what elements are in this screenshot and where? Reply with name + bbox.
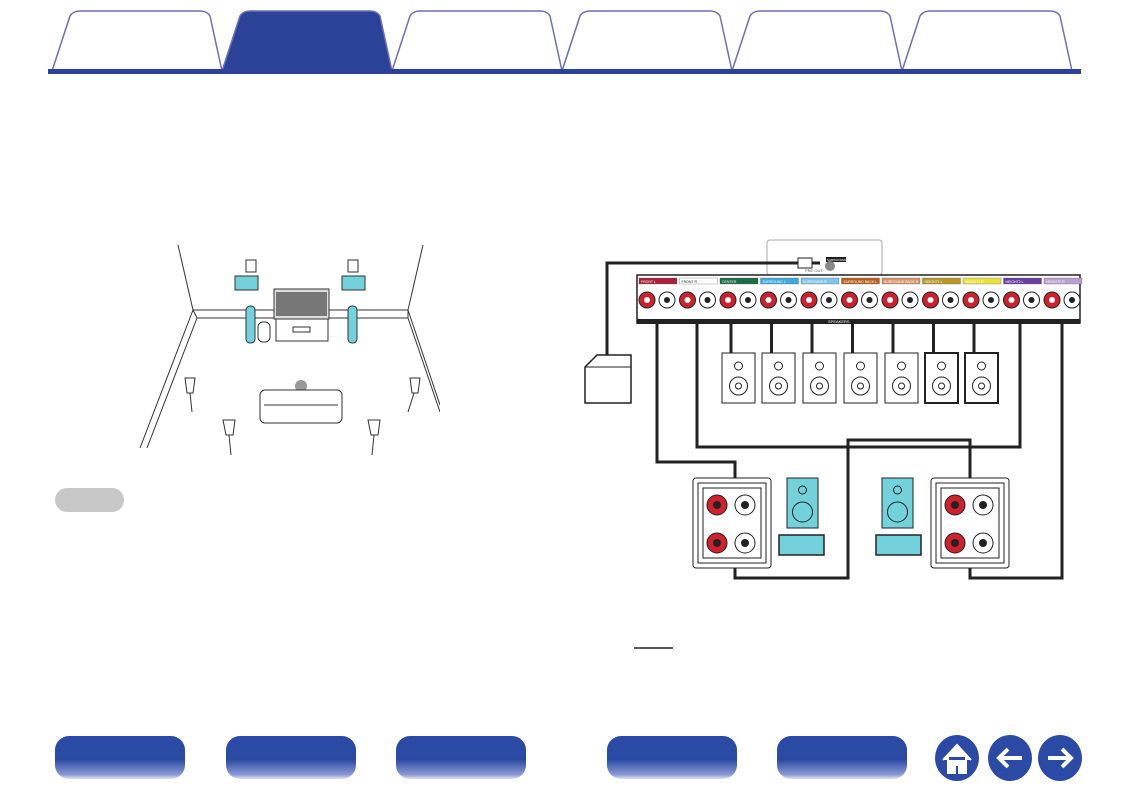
svg-text:HEIGHT2 L: HEIGHT2 L [1006, 280, 1024, 284]
tab-3[interactable] [391, 10, 563, 72]
room-layout-illustration [139, 244, 440, 456]
tab-5[interactable] [731, 10, 903, 72]
height-speaker-left [234, 259, 259, 291]
terminal-front-r: FRONT R [679, 277, 718, 309]
nav-button-4[interactable] [607, 736, 737, 779]
front-speaker-icon [881, 477, 914, 529]
speaker-connection-diagram: PRE OUT SUBWOOFER SPEAKERS FRONT L FRONT … [584, 239, 1083, 649]
nav-button-3[interactable] [396, 736, 526, 779]
svg-text:PRE OUT: PRE OUT [805, 268, 823, 273]
svg-text:HEIGHT1 R: HEIGHT1 R [965, 280, 984, 284]
back-button[interactable] [988, 735, 1032, 781]
subwoofer [584, 354, 632, 404]
svg-text:CENTER: CENTER [722, 280, 737, 284]
svg-text:HEIGHT2 R: HEIGHT2 R [1046, 280, 1065, 284]
front-speaker-left-terminals [692, 477, 772, 569]
tab-2[interactable] [221, 10, 393, 72]
subwoofer-icon [257, 321, 271, 343]
terminal-front-l: FRONT L [638, 277, 678, 309]
svg-text:SURROUND L: SURROUND L [763, 280, 786, 284]
height-speaker-right [341, 259, 366, 291]
speaker-icon [721, 352, 756, 404]
tab-1[interactable] [51, 10, 223, 72]
front-speaker-right [347, 305, 358, 344]
terminal-height1-r: HEIGHT1 R [962, 277, 1002, 353]
tab-4[interactable] [561, 10, 733, 72]
forward-button[interactable] [1038, 735, 1082, 781]
speaker-icon [843, 352, 878, 404]
nav-button-5[interactable] [777, 736, 907, 779]
pre-out-panel: PRE OUT SUBWOOFER [766, 239, 883, 276]
speaker-label-box [778, 534, 825, 556]
front-speaker-left [245, 305, 256, 344]
terminal-center: CENTER [719, 277, 759, 353]
home-button[interactable] [935, 735, 979, 781]
speaker-icon [924, 352, 959, 404]
speaker-icon [884, 352, 919, 404]
speaker-icon [761, 352, 796, 404]
svg-text:SURROUND BACK L: SURROUND BACK L [844, 280, 878, 284]
front-speaker-icon [786, 477, 819, 529]
home-icon [942, 743, 972, 774]
terminal-surround-l: SURROUND L [760, 277, 799, 353]
tab-bar-underline [48, 69, 1081, 74]
svg-text:HEIGHT1 L: HEIGHT1 L [925, 280, 943, 284]
svg-text:SUBWOOFER: SUBWOOFER [827, 258, 848, 262]
arrow-left-icon [996, 747, 1022, 769]
terminal-surround-back-l: SURROUND BACK L [841, 277, 880, 353]
speaker-label-box [875, 534, 922, 556]
terminal-height2-l: HEIGHT2 L [1003, 277, 1042, 309]
rca-plug [797, 257, 813, 269]
nav-button-2[interactable] [226, 736, 356, 779]
svg-text:SURROUND R: SURROUND R [803, 280, 827, 284]
terminal-surround-r: SURROUND R [800, 277, 840, 353]
surround-speakers [184, 377, 421, 456]
speaker-icon [964, 352, 999, 404]
svg-text:FRONT R: FRONT R [682, 280, 698, 284]
subwoofer-cable [605, 261, 820, 356]
tab-bar [48, 10, 1081, 74]
svg-text:SURROUND BACK R: SURROUND BACK R [884, 280, 919, 284]
nav-button-1[interactable] [55, 736, 185, 779]
speakers-label: SPEAKERS [828, 319, 850, 324]
tv-icon [273, 288, 330, 342]
svg-text:FRONT L: FRONT L [641, 280, 656, 284]
front-speaker-right-terminals [930, 477, 1010, 569]
terminal-height2-r: HEIGHT2 R [1043, 277, 1083, 309]
note-badge [55, 488, 124, 512]
terminal-surround-back-r: SURROUND BACK R [881, 277, 921, 353]
tab-6[interactable] [901, 10, 1073, 72]
sofa-with-listener [259, 380, 343, 424]
speaker-icon [802, 352, 837, 404]
arrow-right-icon [1048, 747, 1074, 769]
terminal-height1-l: HEIGHT1 L [922, 277, 961, 353]
